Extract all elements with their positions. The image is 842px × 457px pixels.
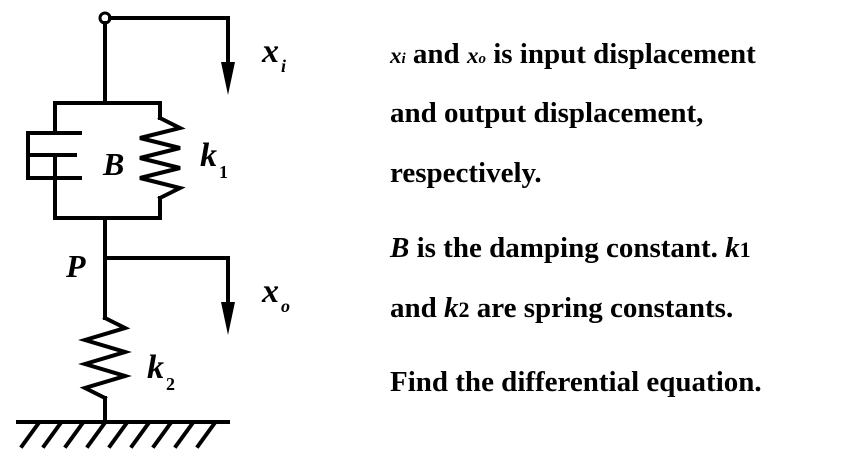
k2-inline-sub: 2 (458, 297, 470, 322)
xo-inline: x (466, 43, 479, 68)
damper-label-b: B (102, 146, 124, 182)
statement-line-4: B is the damping constant. k1 (390, 232, 751, 265)
xi-inline-sub: i (401, 51, 406, 67)
statement-line-2: and output displacement, (390, 97, 704, 129)
input-arrow-head (221, 62, 235, 95)
k2-inline: k (444, 292, 459, 324)
b-inline: B (390, 232, 410, 264)
statement-line-5: and k2 are spring constants. (390, 292, 733, 325)
k1-inline-sub: 1 (739, 237, 751, 262)
node-label-p: P (65, 248, 86, 284)
line1-and: and (405, 38, 467, 70)
statement-line-3: respectively. (390, 157, 542, 189)
line5-rest: are spring constants. (469, 292, 734, 324)
xi-inline: x (390, 43, 402, 68)
statement-line-1: xi and xo is input displacement (390, 38, 756, 71)
ground-hatching (19, 421, 217, 449)
line4-mid: is the damping constant. (409, 232, 726, 264)
k1-inline: k (725, 232, 740, 264)
statement-line-6: Find the differential equation. (390, 366, 762, 398)
spring-k2 (78, 315, 132, 401)
spring-k1 (139, 115, 186, 201)
output-arrow-head (221, 302, 235, 335)
xo-inline-sub: o (478, 51, 486, 67)
line5-and: and (390, 292, 445, 324)
line1-rest: is input displacement (485, 38, 756, 70)
